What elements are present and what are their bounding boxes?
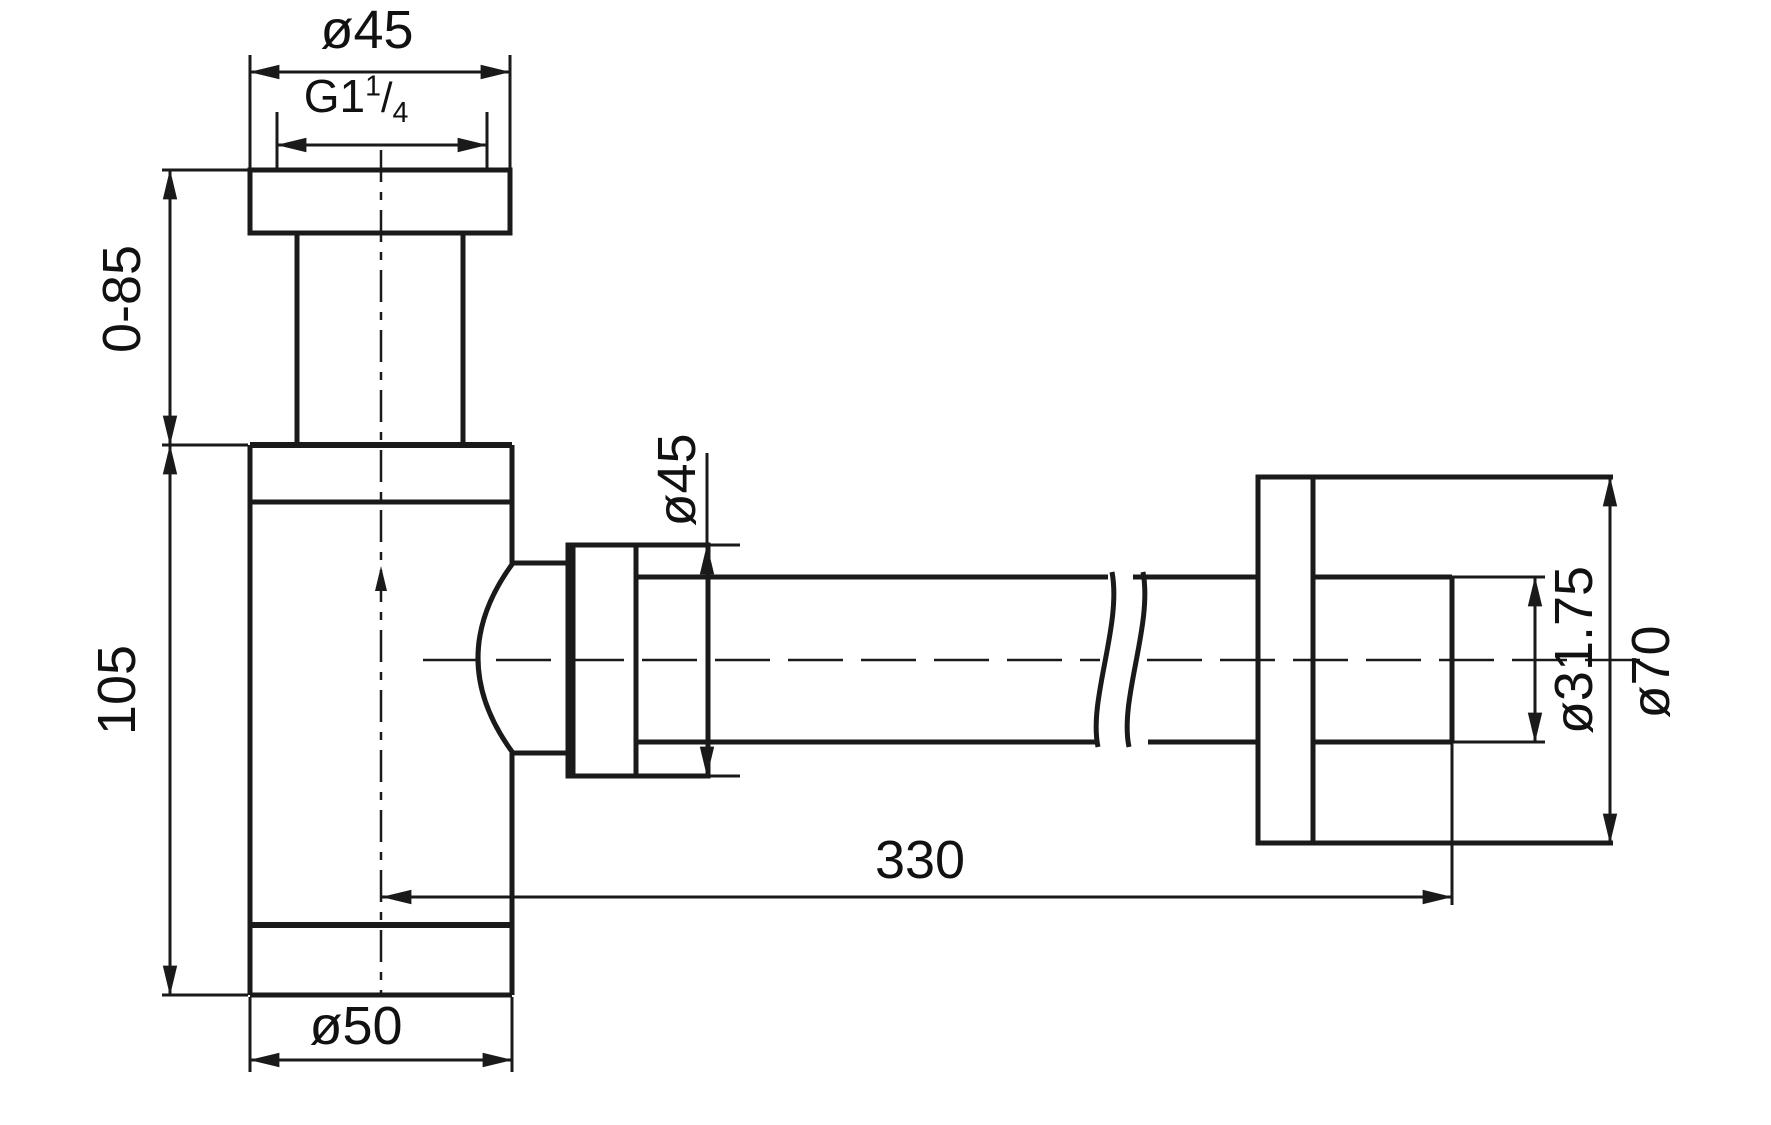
trap-body <box>247 442 515 998</box>
thread-prefix: G1 <box>303 70 366 122</box>
inlet-nut-outline <box>247 167 513 236</box>
thread-numerator: 1 <box>365 70 381 103</box>
dim-label-thread: G11/4 <box>256 66 456 128</box>
inlet-assembly <box>247 167 513 445</box>
thread-denominator: 4 <box>392 97 409 130</box>
dim-label-body-diameter: ø50 <box>309 996 403 1056</box>
outlet-junction <box>475 542 711 779</box>
dim-label-adjustable-height: 0-85 <box>92 244 152 354</box>
dim-body-height <box>162 444 248 997</box>
dim-adjustable-height <box>162 168 248 447</box>
dim-label-length: 330 <box>874 830 966 890</box>
thread-slash: / <box>380 75 393 121</box>
centerline-up-arrow <box>375 566 387 591</box>
centerlines <box>375 150 1645 995</box>
dim-pipe-diameter <box>1452 575 1545 744</box>
dim-length <box>381 742 1454 905</box>
junction-dome-arc <box>475 561 516 755</box>
dim-outlet-nut-diameter <box>699 453 740 778</box>
dim-inlet-diameter <box>248 55 512 170</box>
dim-label-body-height: 105 <box>87 644 147 736</box>
dimension-annotations <box>162 55 1618 1072</box>
dim-body-diameter <box>248 997 514 1072</box>
pipe-break-curve-1 <box>1093 571 1117 748</box>
dim-label-flange-diameter: ø70 <box>1621 625 1681 719</box>
dim-label-pipe-diameter: ø31.75 <box>1544 565 1604 735</box>
dim-label-outlet-nut-diameter: ø45 <box>647 433 707 527</box>
dim-label-inlet-diameter: ø45 <box>320 0 414 60</box>
dim-thread <box>275 112 489 168</box>
wall-flange <box>1255 474 1613 846</box>
pipe-break-curve-2 <box>1124 571 1148 748</box>
